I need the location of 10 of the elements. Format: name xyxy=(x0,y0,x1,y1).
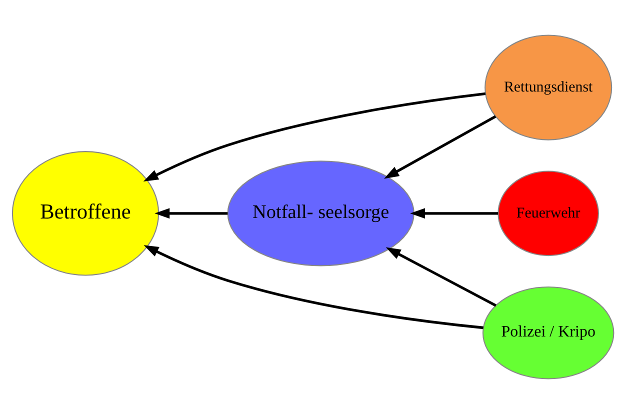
arrow xyxy=(154,208,228,219)
arrow xyxy=(386,247,496,307)
node-ellipse: Feuerwehr xyxy=(498,170,599,256)
node-ellipse: Polizei / Kripo xyxy=(482,286,614,380)
node-ellipse: Rettungsdienst xyxy=(484,34,612,140)
arrow xyxy=(384,115,496,179)
arrow xyxy=(410,208,498,219)
arrow xyxy=(144,245,484,330)
arrow xyxy=(143,92,486,182)
node-ellipse: Notfall- seelsorge xyxy=(227,160,414,266)
